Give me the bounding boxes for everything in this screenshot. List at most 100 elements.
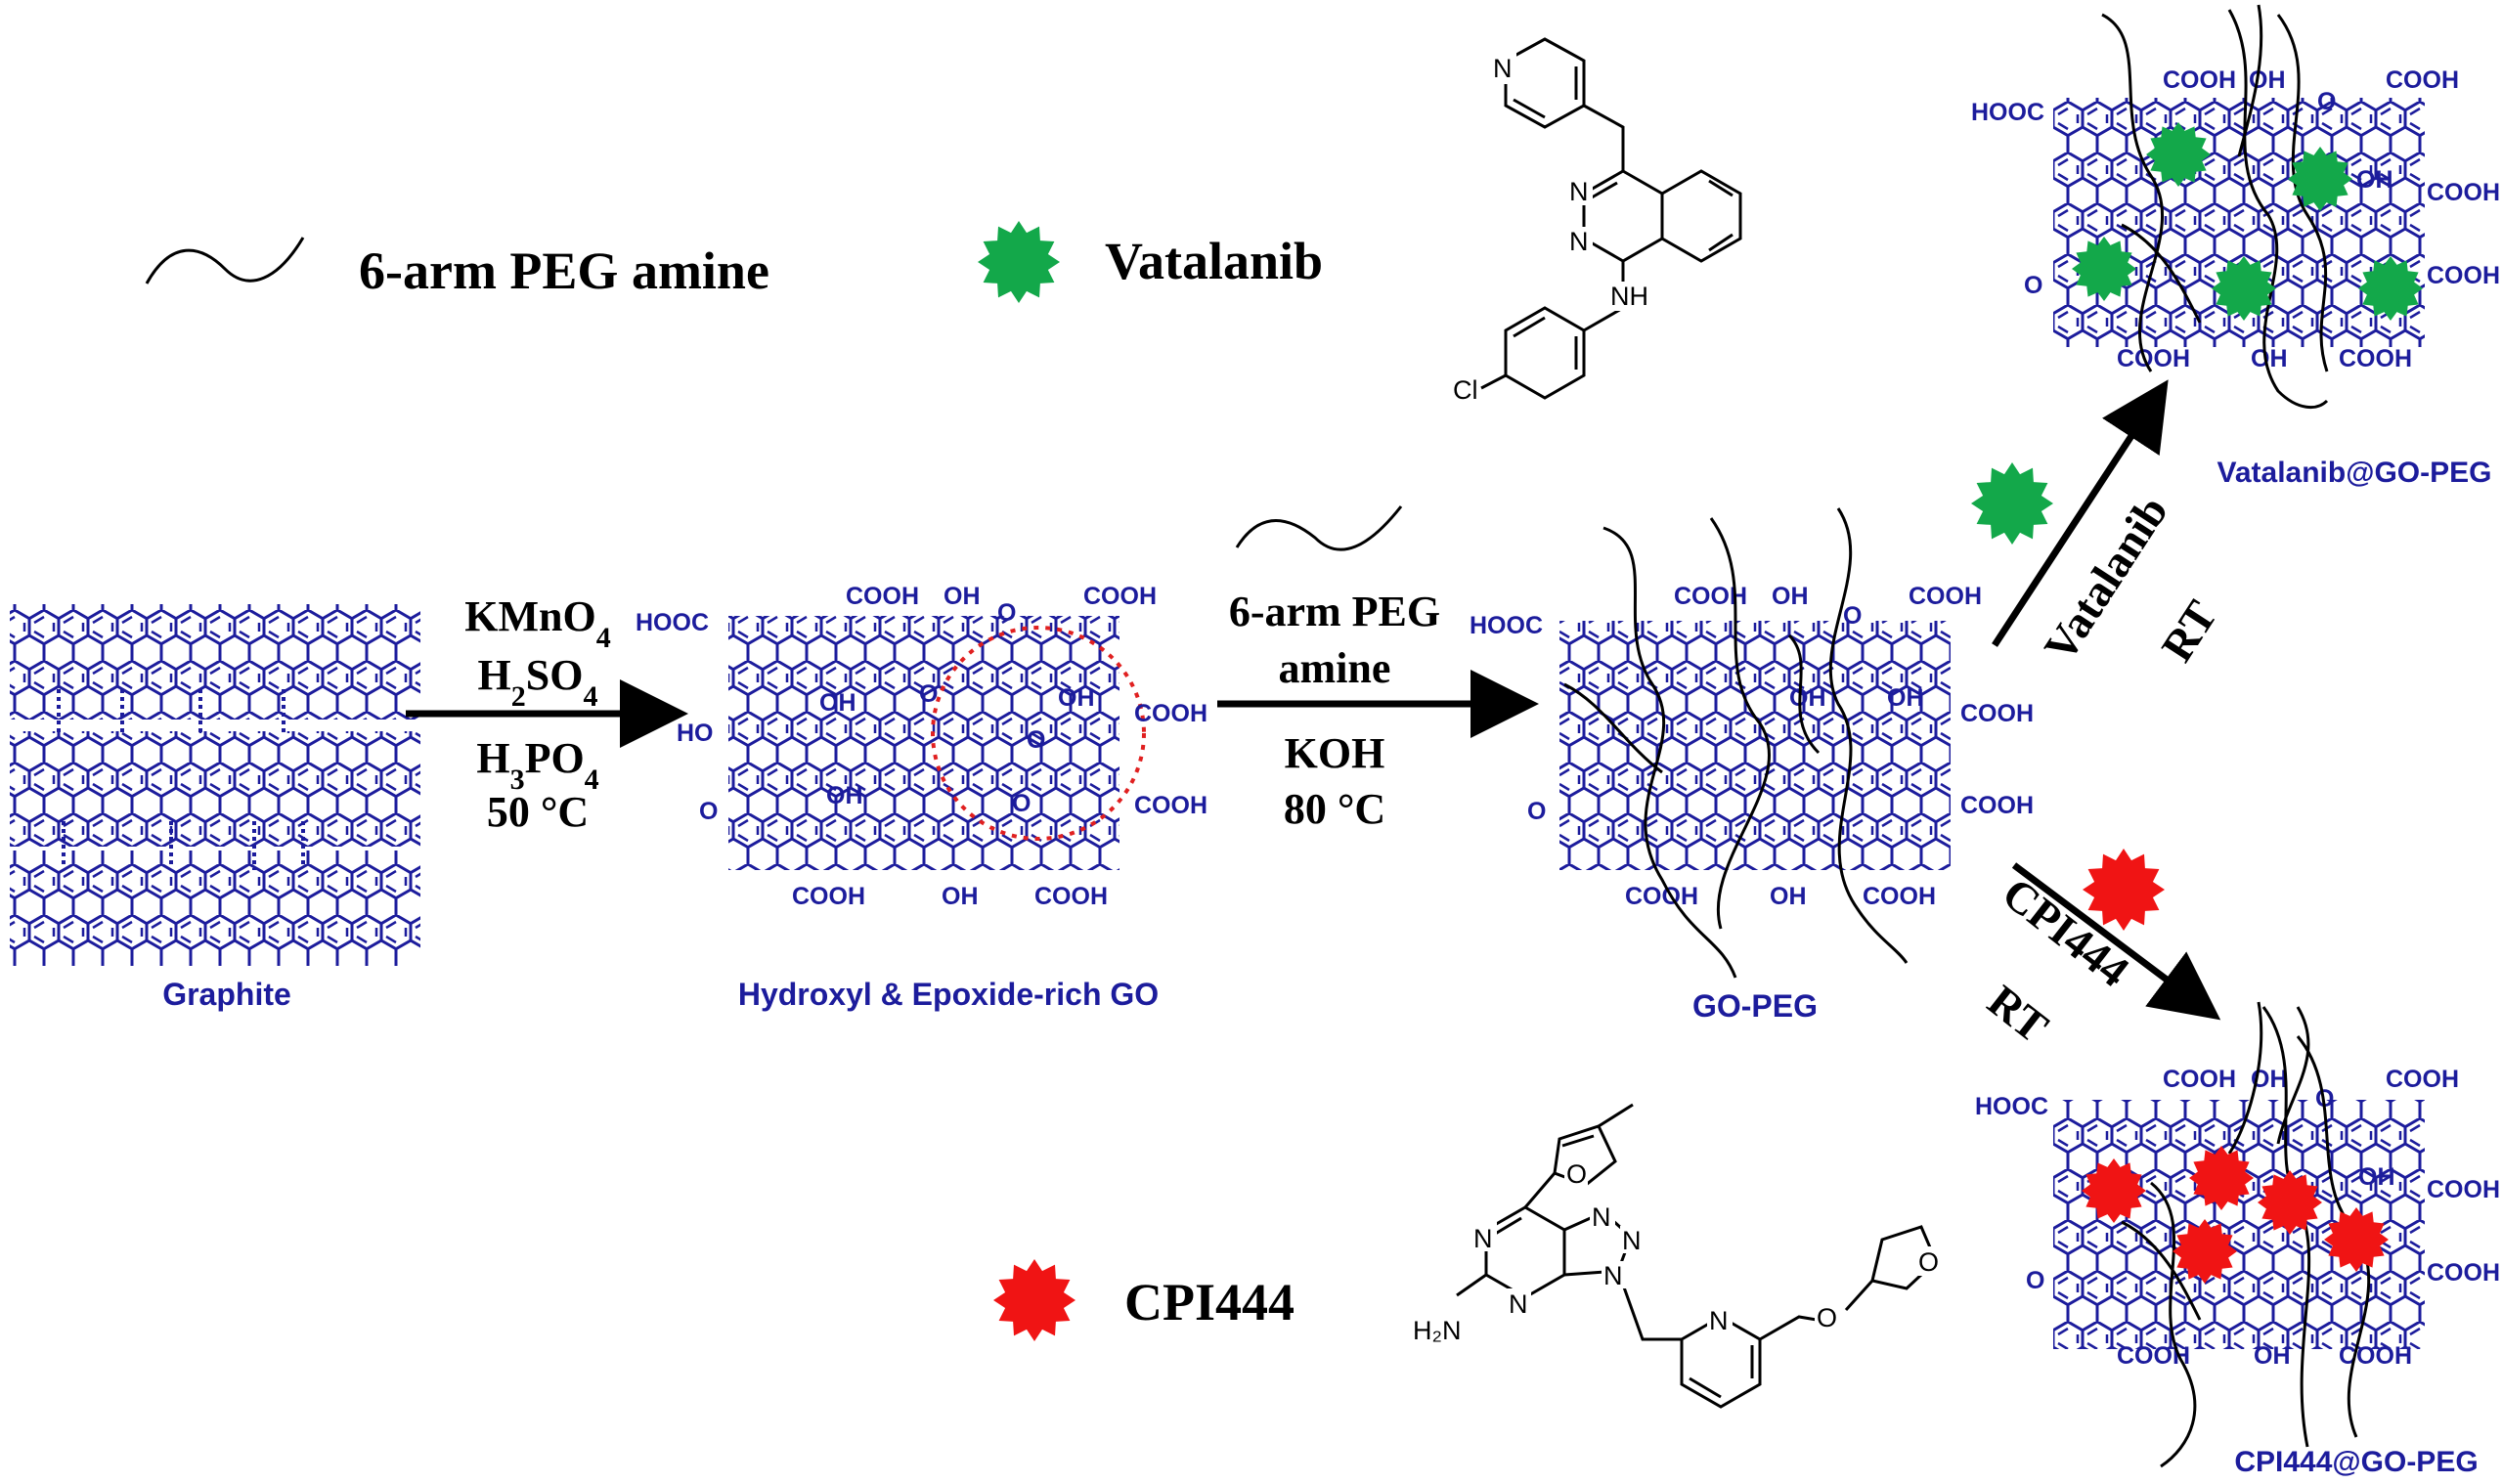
cgp-group-cooh-4: COOH xyxy=(2427,1259,2500,1287)
cgp-group-cooh-6: COOH xyxy=(2339,1342,2412,1370)
cpi444-atom-n2: N xyxy=(1473,1224,1493,1253)
peg-legend-label: 6-arm PEG amine xyxy=(359,241,769,300)
gopeg-group-oh-1: OH xyxy=(1772,583,1809,610)
vatalanib-arrow xyxy=(1992,379,2169,647)
legend-peg: 6-arm PEG amine xyxy=(145,237,769,300)
cgp-marker-1 xyxy=(2082,1158,2146,1223)
go-group-cooh-6: COOH xyxy=(1034,883,1108,910)
vgp-group-cooh-1: COOH xyxy=(2163,66,2236,94)
go-group-ho: HO xyxy=(677,720,714,747)
gopeg-group-cooh-2: COOH xyxy=(1909,583,1982,610)
cpi444-atom-o3: O xyxy=(1918,1247,1939,1277)
cgp-group-oh-2: OH xyxy=(2358,1163,2395,1191)
gopeg-group-cooh-4: COOH xyxy=(1960,792,2034,819)
cpi444-atom-labels: O N N N N N N O O H₂N xyxy=(1413,1158,1944,1345)
vgp-drug-markers xyxy=(2072,122,2423,321)
vgp-group-cooh-6: COOH xyxy=(2339,345,2412,372)
step2-base: KOH xyxy=(1285,729,1385,777)
gopeg-group-cooh-5: COOH xyxy=(1625,883,1698,910)
gopeg-group-o-1: O xyxy=(1843,602,1862,630)
vgp-group-o-2: O xyxy=(2024,272,2042,299)
vgp-group-o-1: O xyxy=(2317,88,2336,115)
go-group-cooh-5: COOH xyxy=(792,883,865,910)
graphite-label: Graphite xyxy=(162,977,291,1012)
cpi444-arrow xyxy=(2011,862,2221,1021)
cgp-group-o-1: O xyxy=(2315,1085,2334,1113)
step1-conditions: KMnO4 H2SO4 H3PO4 50 °C xyxy=(464,592,610,836)
cpi444-structure xyxy=(1456,1103,1938,1409)
step1-reagent-1: KMnO4 xyxy=(464,592,610,654)
go-group-o-2: O xyxy=(919,680,938,708)
epoxide-region-circle xyxy=(931,626,1146,841)
cpi444-atom-o1: O xyxy=(1566,1159,1587,1189)
cgp-peg-chains xyxy=(2121,1001,2371,1468)
vatalanib-go-peg-sheet: HOOC COOH OH O COOH COOH COOH OH O COOH … xyxy=(1971,4,2500,410)
step1-reagent-2: H2SO4 xyxy=(478,651,598,713)
cpi444-reagent-marker xyxy=(2083,849,2165,931)
cpi444-marker-icon xyxy=(993,1259,1075,1341)
legend-vatalanib: Vatalanib xyxy=(978,221,1323,303)
gopeg-group-o-2: O xyxy=(1527,798,1546,825)
step1-temperature: 50 °C xyxy=(487,788,589,836)
vgp-peg-chains xyxy=(2101,4,2329,410)
cgp-group-o-2: O xyxy=(2026,1267,2044,1294)
cpi444-go-peg-label: CPI444@GO-PEG xyxy=(2234,1446,2478,1478)
go-group-cooh-2: COOH xyxy=(1083,583,1157,610)
vatalanib-step-condition: RT xyxy=(2152,591,2227,670)
go-label: Hydroxyl & Epoxide-rich GO xyxy=(738,977,1159,1012)
graphite-structure xyxy=(10,604,420,966)
vatalanib-structure xyxy=(1480,37,1742,400)
cpi444-go-peg-sheet: HOOC COOH OH O COOH OH COOH COOH O COOH … xyxy=(1975,1001,2500,1468)
gopeg-group-cooh-3: COOH xyxy=(1960,700,2034,727)
legend-cpi444: CPI444 xyxy=(993,1259,1295,1341)
vgp-group-cooh-2: COOH xyxy=(2386,66,2459,94)
vgp-marker-1 xyxy=(2146,122,2211,187)
vgp-marker-5 xyxy=(2358,256,2423,321)
vgp-marker-2 xyxy=(2288,147,2352,211)
cpi444-step-condition: RT xyxy=(1979,976,2057,1053)
step2-reagent-2: amine xyxy=(1279,644,1391,692)
vatalanib-atom-n1: N xyxy=(1493,54,1513,83)
go-peg-label: GO-PEG xyxy=(1692,988,1818,1024)
gopeg-group-oh-3: OH xyxy=(1887,684,1924,712)
cgp-marker-5 xyxy=(2324,1207,2389,1272)
go-group-o-3: O xyxy=(1027,726,1045,754)
cgp-group-oh-3: OH xyxy=(2254,1342,2291,1370)
vatalanib-atom-nh: NH xyxy=(1610,282,1648,311)
step2-reagent-1: 6-arm PEG xyxy=(1229,588,1440,635)
go-peg-sheet: HOOC COOH OH COOH COOH COOH OH OH O O CO… xyxy=(1470,507,2034,979)
vgp-group-oh-3: OH xyxy=(2251,345,2288,372)
go-group-cooh-1: COOH xyxy=(846,583,919,610)
go-group-o-5: O xyxy=(699,798,718,825)
cpi444-legend-label: CPI444 xyxy=(1124,1273,1295,1331)
cpi444-atom-n3: N xyxy=(1592,1202,1611,1232)
go-group-o-1: O xyxy=(997,599,1016,627)
vatalanib-reagent-marker xyxy=(1971,462,2053,545)
gopeg-group-oh-5: OH xyxy=(1770,883,1807,910)
gopeg-group-hooc: HOOC xyxy=(1470,612,1543,639)
gopeg-group-oh-2: OH xyxy=(1789,684,1826,712)
cpi444-atom-n4: N xyxy=(1622,1226,1642,1255)
vatalanib-atom-n2: N xyxy=(1569,177,1589,206)
vatalanib-atom-cl: Cl xyxy=(1453,375,1478,405)
vgp-group-oh-2: OH xyxy=(2356,166,2393,194)
vatalanib-go-peg-label: Vatalanib@GO-PEG xyxy=(2217,457,2492,489)
vatalanib-legend-label: Vatalanib xyxy=(1105,232,1323,290)
go-group-hooc: HOOC xyxy=(636,609,709,636)
cgp-marker-4 xyxy=(2173,1219,2237,1284)
vgp-marker-3 xyxy=(2072,237,2136,301)
vgp-group-hooc: HOOC xyxy=(1971,99,2044,126)
go-group-oh-2: OH xyxy=(819,689,856,717)
vgp-marker-4 xyxy=(2212,256,2276,321)
step1-reagent-3: H3PO4 xyxy=(476,734,598,796)
cgp-marker-3 xyxy=(2258,1170,2322,1235)
cgp-group-cooh-1: COOH xyxy=(2163,1066,2236,1093)
go-group-oh-4: OH xyxy=(826,782,863,809)
step2-temperature: 80 °C xyxy=(1284,785,1385,833)
cpi444-atom-o2: O xyxy=(1817,1303,1837,1332)
vatalanib-atom-labels: N N N NH Cl xyxy=(1453,53,1653,405)
go-group-oh-3: OH xyxy=(1058,684,1095,712)
vgp-group-cooh-3: COOH xyxy=(2427,179,2500,206)
vatalanib-marker-icon xyxy=(978,221,1060,303)
